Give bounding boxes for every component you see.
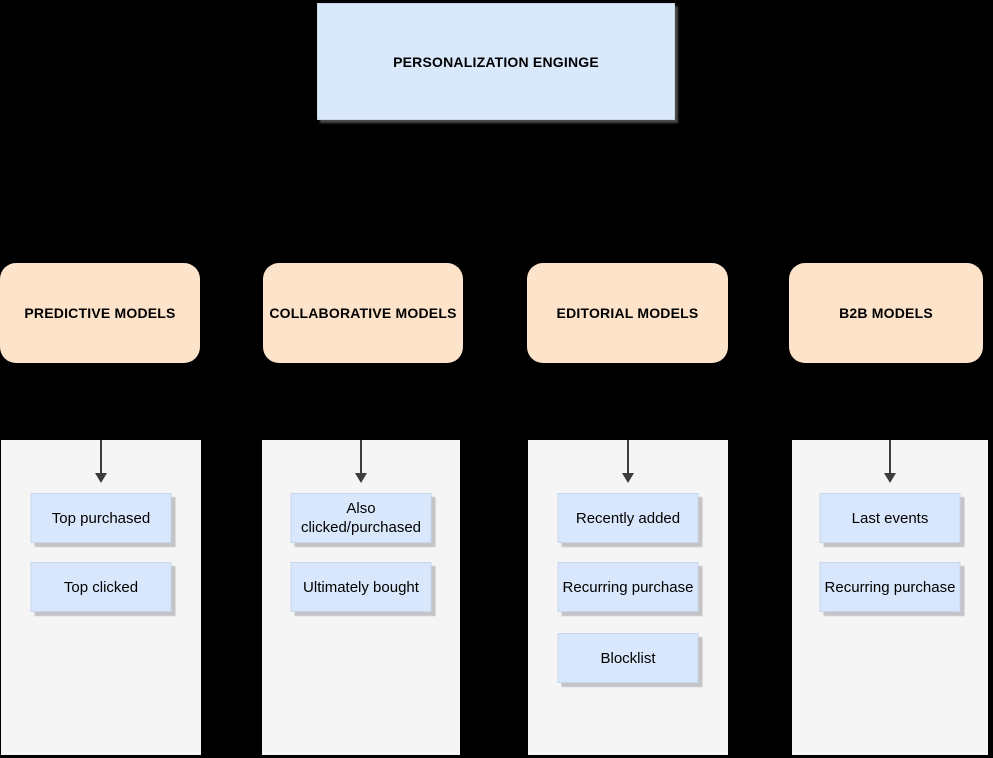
connector-arrowhead-predictive [94,255,106,266]
recently-added-label: Recently added [575,509,681,527]
node-personalization-engine: PERSONALIZATION ENGINGE [317,3,675,120]
b2b-models-label: B2B MODELS [839,305,933,321]
blocklist-label: Blocklist [600,649,656,667]
node-also-clicked-purchased: Also clicked/purchased [290,493,432,543]
arrow-into-predictive-group [95,440,107,483]
arrow-into-b2b-group [884,440,896,483]
editorial-models-label: EDITORIAL MODELS [556,305,699,321]
node-ultimately-bought: Ultimately bought [290,562,432,612]
node-recurring-purchase-editorial: Recurring purchase [557,562,699,612]
connector-arrowhead-collaborative [357,255,369,266]
arrow-head-icon [355,473,367,483]
arrow-head-icon [884,473,896,483]
top-clicked-label: Top clicked [63,578,139,596]
connector-arrowhead-editorial [621,255,633,266]
arrow-head-icon [622,473,634,483]
node-editorial-models: EDITORIAL MODELS [527,263,728,363]
node-recently-added: Recently added [557,493,699,543]
group-collaborative-models: Also clicked/purchased Ultimately bought [262,440,460,755]
last-events-label: Last events [851,509,929,527]
node-b2b-models: B2B MODELS [789,263,983,363]
ultimately-bought-label: Ultimately bought [303,578,419,596]
arrow-line [627,440,629,473]
also-clicked-purchased-label: Also clicked/purchased [300,500,422,536]
group-editorial-models: Recently added Recurring purchase Blockl… [528,440,728,755]
arrow-line [100,440,102,473]
recurring-purchase-label: Recurring purchase [562,578,694,596]
node-last-events: Last events [819,493,961,543]
group-b2b-models: Last events Recurring purchase [792,440,988,755]
node-top-clicked: Top clicked [30,562,172,612]
predictive-models-label: PREDICTIVE MODELS [24,305,176,321]
collaborative-models-label: COLLABORATIVE MODELS [269,305,457,321]
node-collaborative-models: COLLABORATIVE MODELS [263,263,463,363]
node-blocklist: Blocklist [557,633,699,683]
node-predictive-models: PREDICTIVE MODELS [0,263,200,363]
top-purchased-label: Top purchased [51,509,151,527]
arrow-line [889,440,891,473]
connector-arrowhead-b2b [880,255,892,266]
arrow-head-icon [95,473,107,483]
group-predictive-models: Top purchased Top clicked [1,440,201,755]
node-top-purchased: Top purchased [30,493,172,543]
recurring-purchase-label: Recurring purchase [824,578,956,596]
arrow-into-editorial-group [622,440,634,483]
arrow-into-collaborative-group [355,440,367,483]
arrow-line [360,440,362,473]
node-recurring-purchase-b2b: Recurring purchase [819,562,961,612]
personalization-engine-label: PERSONALIZATION ENGINGE [393,53,599,70]
